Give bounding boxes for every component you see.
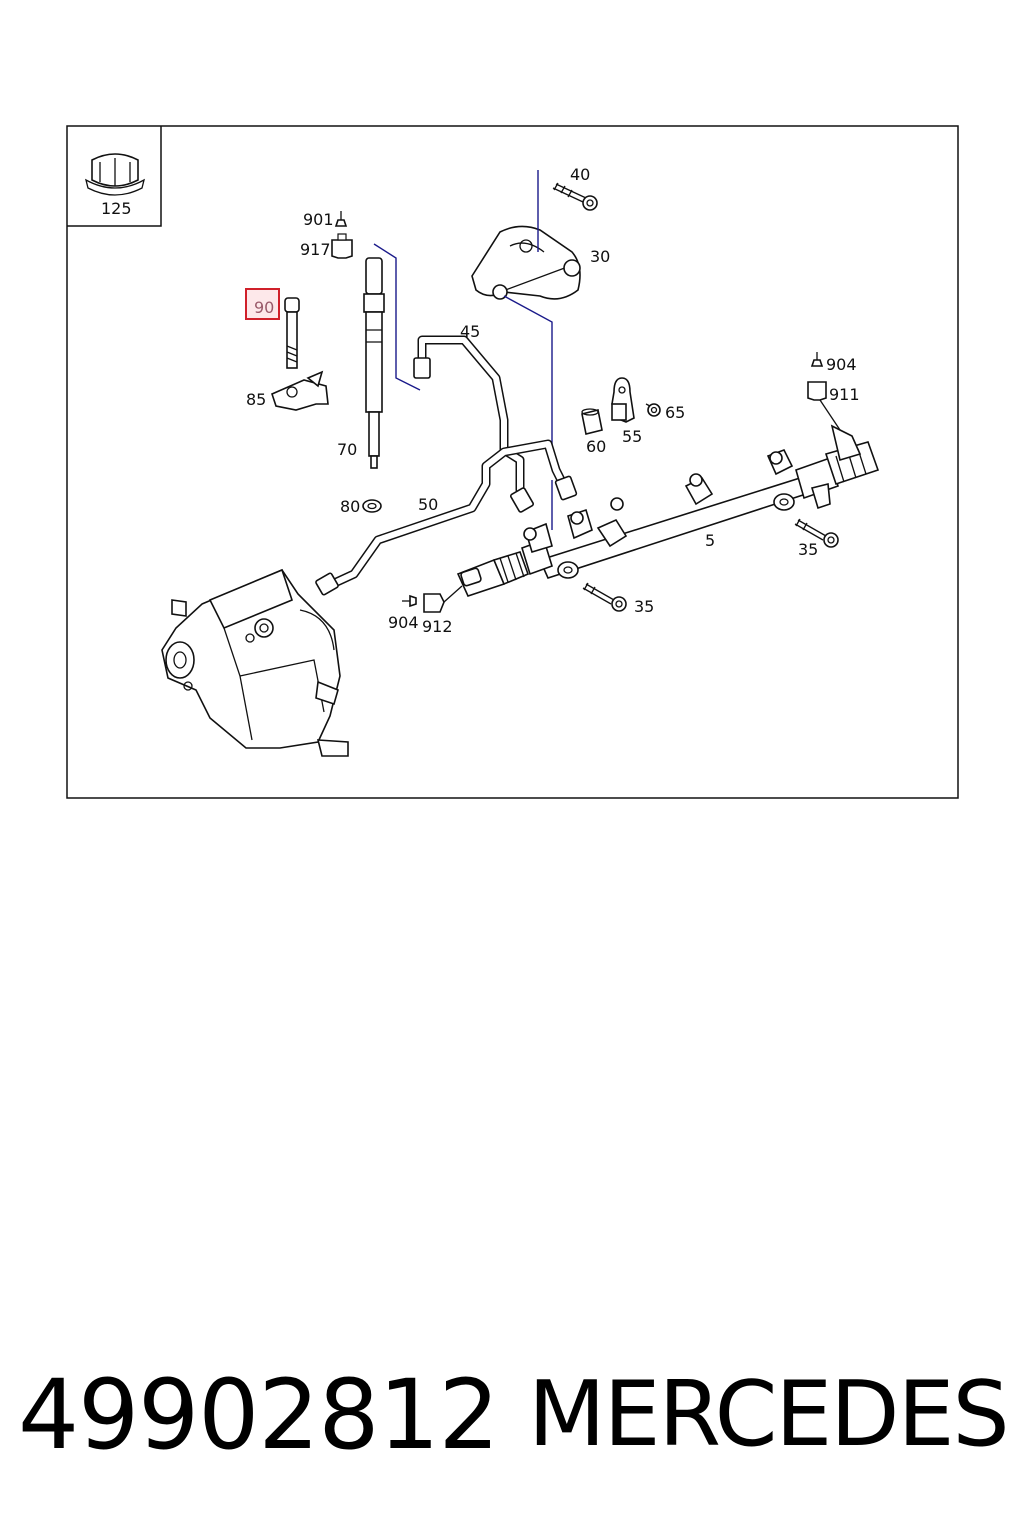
bolt-40[interactable]: 40 (552, 165, 598, 211)
label-55: 55 (622, 427, 642, 446)
high-pressure-pump[interactable] (161, 568, 349, 757)
label-60: 60 (586, 437, 606, 456)
label-125: 125 (101, 199, 132, 218)
leader-30-to-rail (503, 170, 553, 445)
holder-55[interactable]: 55 (611, 377, 642, 446)
diagram-frame (66, 125, 959, 799)
bolt-35-upper[interactable]: 35 (794, 518, 839, 559)
label-90: 90 (254, 298, 274, 317)
label-65: 65 (665, 403, 685, 422)
footer: 49902812 MERCEDES (0, 1360, 1024, 1470)
label-80: 80 (340, 497, 360, 516)
connector-911[interactable]: 911 (807, 381, 860, 404)
label-35-upper: 35 (798, 540, 818, 559)
label-45: 45 (460, 322, 480, 341)
inset-cap-125[interactable]: 125 (67, 126, 162, 227)
brand-name: MERCEDES (528, 1362, 1010, 1467)
label-904-upper: 904 (826, 355, 857, 374)
label-901: 901 (303, 210, 334, 229)
leader-917-to-injector (373, 243, 421, 391)
bolt-35-lower[interactable]: 35 (582, 582, 654, 616)
label-30: 30 (590, 247, 610, 266)
return-line-45[interactable]: 45 (413, 322, 525, 495)
connector-917[interactable]: 917 (300, 233, 353, 259)
pressure-line-50[interactable]: 50 (315, 439, 578, 596)
label-35-lower: 35 (634, 597, 654, 616)
label-5: 5 (705, 531, 715, 550)
label-917: 917 (300, 240, 331, 259)
label-40: 40 (570, 165, 590, 184)
label-904-lower: 904 (388, 613, 419, 632)
label-70: 70 (337, 440, 357, 459)
bushing-60[interactable]: 60 (581, 408, 606, 456)
plug-904-lower[interactable]: 904 (388, 594, 419, 632)
leader-911 (819, 399, 841, 431)
screw-90-selected[interactable]: 90 (245, 288, 300, 369)
parts-diagram: 125 40 30 901 917 90 (66, 125, 959, 799)
plug-904-upper[interactable]: 904 (810, 352, 857, 374)
fuel-rail-5[interactable]: 5 (521, 424, 880, 579)
leader-912 (443, 585, 463, 603)
label-50: 50 (418, 495, 438, 514)
washer-80[interactable]: 80 (340, 497, 382, 516)
label-85: 85 (246, 390, 266, 409)
cap-icon (85, 153, 145, 196)
part-number: 49902812 (18, 1359, 500, 1471)
plug-901[interactable]: 901 (303, 210, 348, 229)
connector-912[interactable]: 912 (422, 593, 453, 636)
label-912: 912 (422, 617, 453, 636)
nut-65[interactable]: 65 (645, 403, 685, 422)
injector-70[interactable]: 70 (337, 257, 385, 469)
selection-highlight (245, 288, 280, 320)
rail-sensor[interactable] (456, 551, 530, 597)
label-911: 911 (829, 385, 860, 404)
bracket-30[interactable]: 30 (471, 225, 610, 300)
clamp-85[interactable]: 85 (246, 370, 329, 411)
